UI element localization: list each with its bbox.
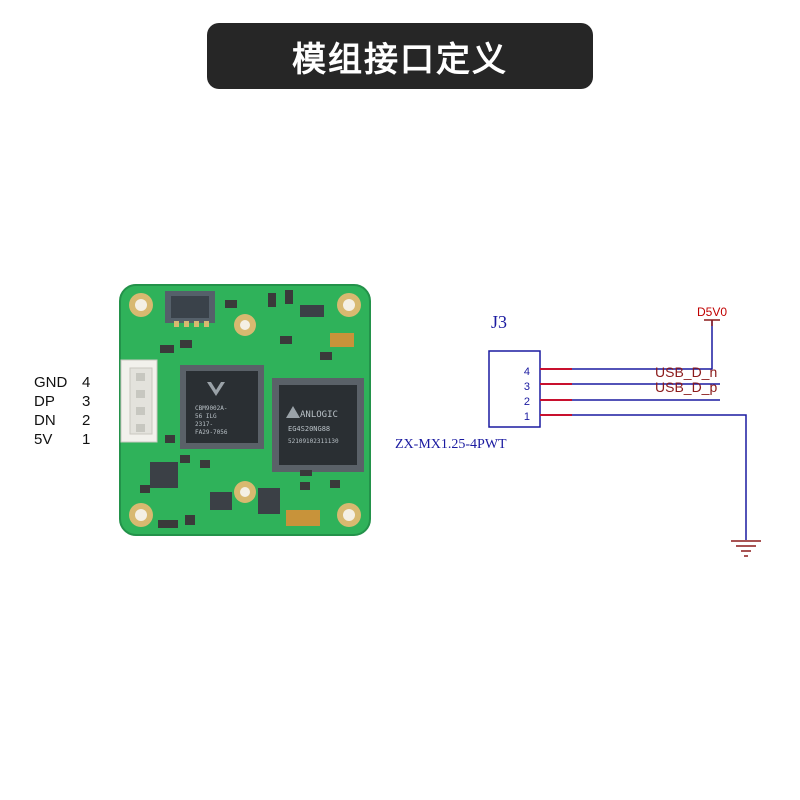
pin-number: 3	[82, 393, 91, 410]
wire-d5v0	[572, 320, 713, 370]
pin-name: DN	[34, 412, 56, 429]
schematic: J3 4 3 2 1 ZX-MX1.25-4PWT D5V0 USB_D_n	[395, 305, 761, 557]
mounting-hole-tr	[337, 293, 361, 317]
pin-label-3: 3	[524, 381, 530, 393]
pin-name: GND	[34, 374, 68, 391]
wire-gnd	[572, 414, 747, 540]
pin-stubs	[540, 368, 572, 416]
pin-row-dn: DN 2	[34, 411, 102, 430]
chip2-part: EG4S20NG88	[288, 425, 330, 433]
net-label-dp: USB_D_p	[655, 379, 717, 395]
ground-symbol	[731, 540, 761, 557]
pin-number: 4	[82, 374, 91, 391]
power-label: D5V0	[697, 305, 727, 319]
mounting-hole-mid-bottom	[234, 481, 256, 503]
connector-body	[488, 350, 541, 428]
chip2-brand: ANLOGIC	[300, 410, 338, 420]
chip-anlogic: ANLOGIC EG4S20NG88 52109102311130	[272, 378, 364, 472]
pin-number: 2	[82, 412, 91, 429]
connector-part: ZX-MX1.25-4PWT	[395, 437, 507, 452]
mounting-hole-tl	[129, 293, 153, 317]
chip1-line3: 2317-	[195, 421, 213, 428]
net-label-dn: USB_D_n	[655, 364, 717, 380]
mounting-hole-br	[337, 503, 361, 527]
pin-row-gnd: GND 4	[34, 373, 102, 392]
pin-name: 5V	[34, 431, 53, 448]
chip-cbm9002a: CBM9002A- 56 ILG 2317- FA29-7056	[180, 365, 264, 449]
connector-ref: J3	[491, 312, 507, 332]
mounting-hole-bl	[129, 503, 153, 527]
pin-label-2: 2	[524, 396, 530, 408]
pin-row-5v: 5V 1	[34, 430, 102, 449]
small-components	[140, 290, 354, 528]
pin-label-1: 1	[524, 411, 530, 423]
chip1-line2: 56 ILG	[195, 413, 217, 420]
side-connector	[120, 359, 158, 443]
title-banner: 模组接口定义	[207, 23, 593, 89]
pin-number: 1	[82, 431, 91, 448]
pin-row-dp: DP 3	[34, 392, 102, 411]
pcb-board: CBM9002A- 56 ILG 2317- FA29-7056 ANLOGIC…	[119, 284, 371, 536]
page-title: 模组接口定义	[292, 39, 508, 80]
power-symbol: D5V0	[697, 305, 727, 326]
wires	[572, 320, 747, 540]
chip2-lot: 52109102311130	[288, 438, 339, 445]
pin-name: DP	[34, 393, 55, 410]
chip1-line1: CBM9002A-	[195, 405, 228, 412]
mounting-hole-mid-top	[234, 314, 256, 336]
pin-label-4: 4	[524, 366, 530, 378]
pin-table: GND 4 DP 3 DN 2 5V 1	[34, 373, 102, 449]
chip1-line4: FA29-7056	[195, 429, 228, 436]
